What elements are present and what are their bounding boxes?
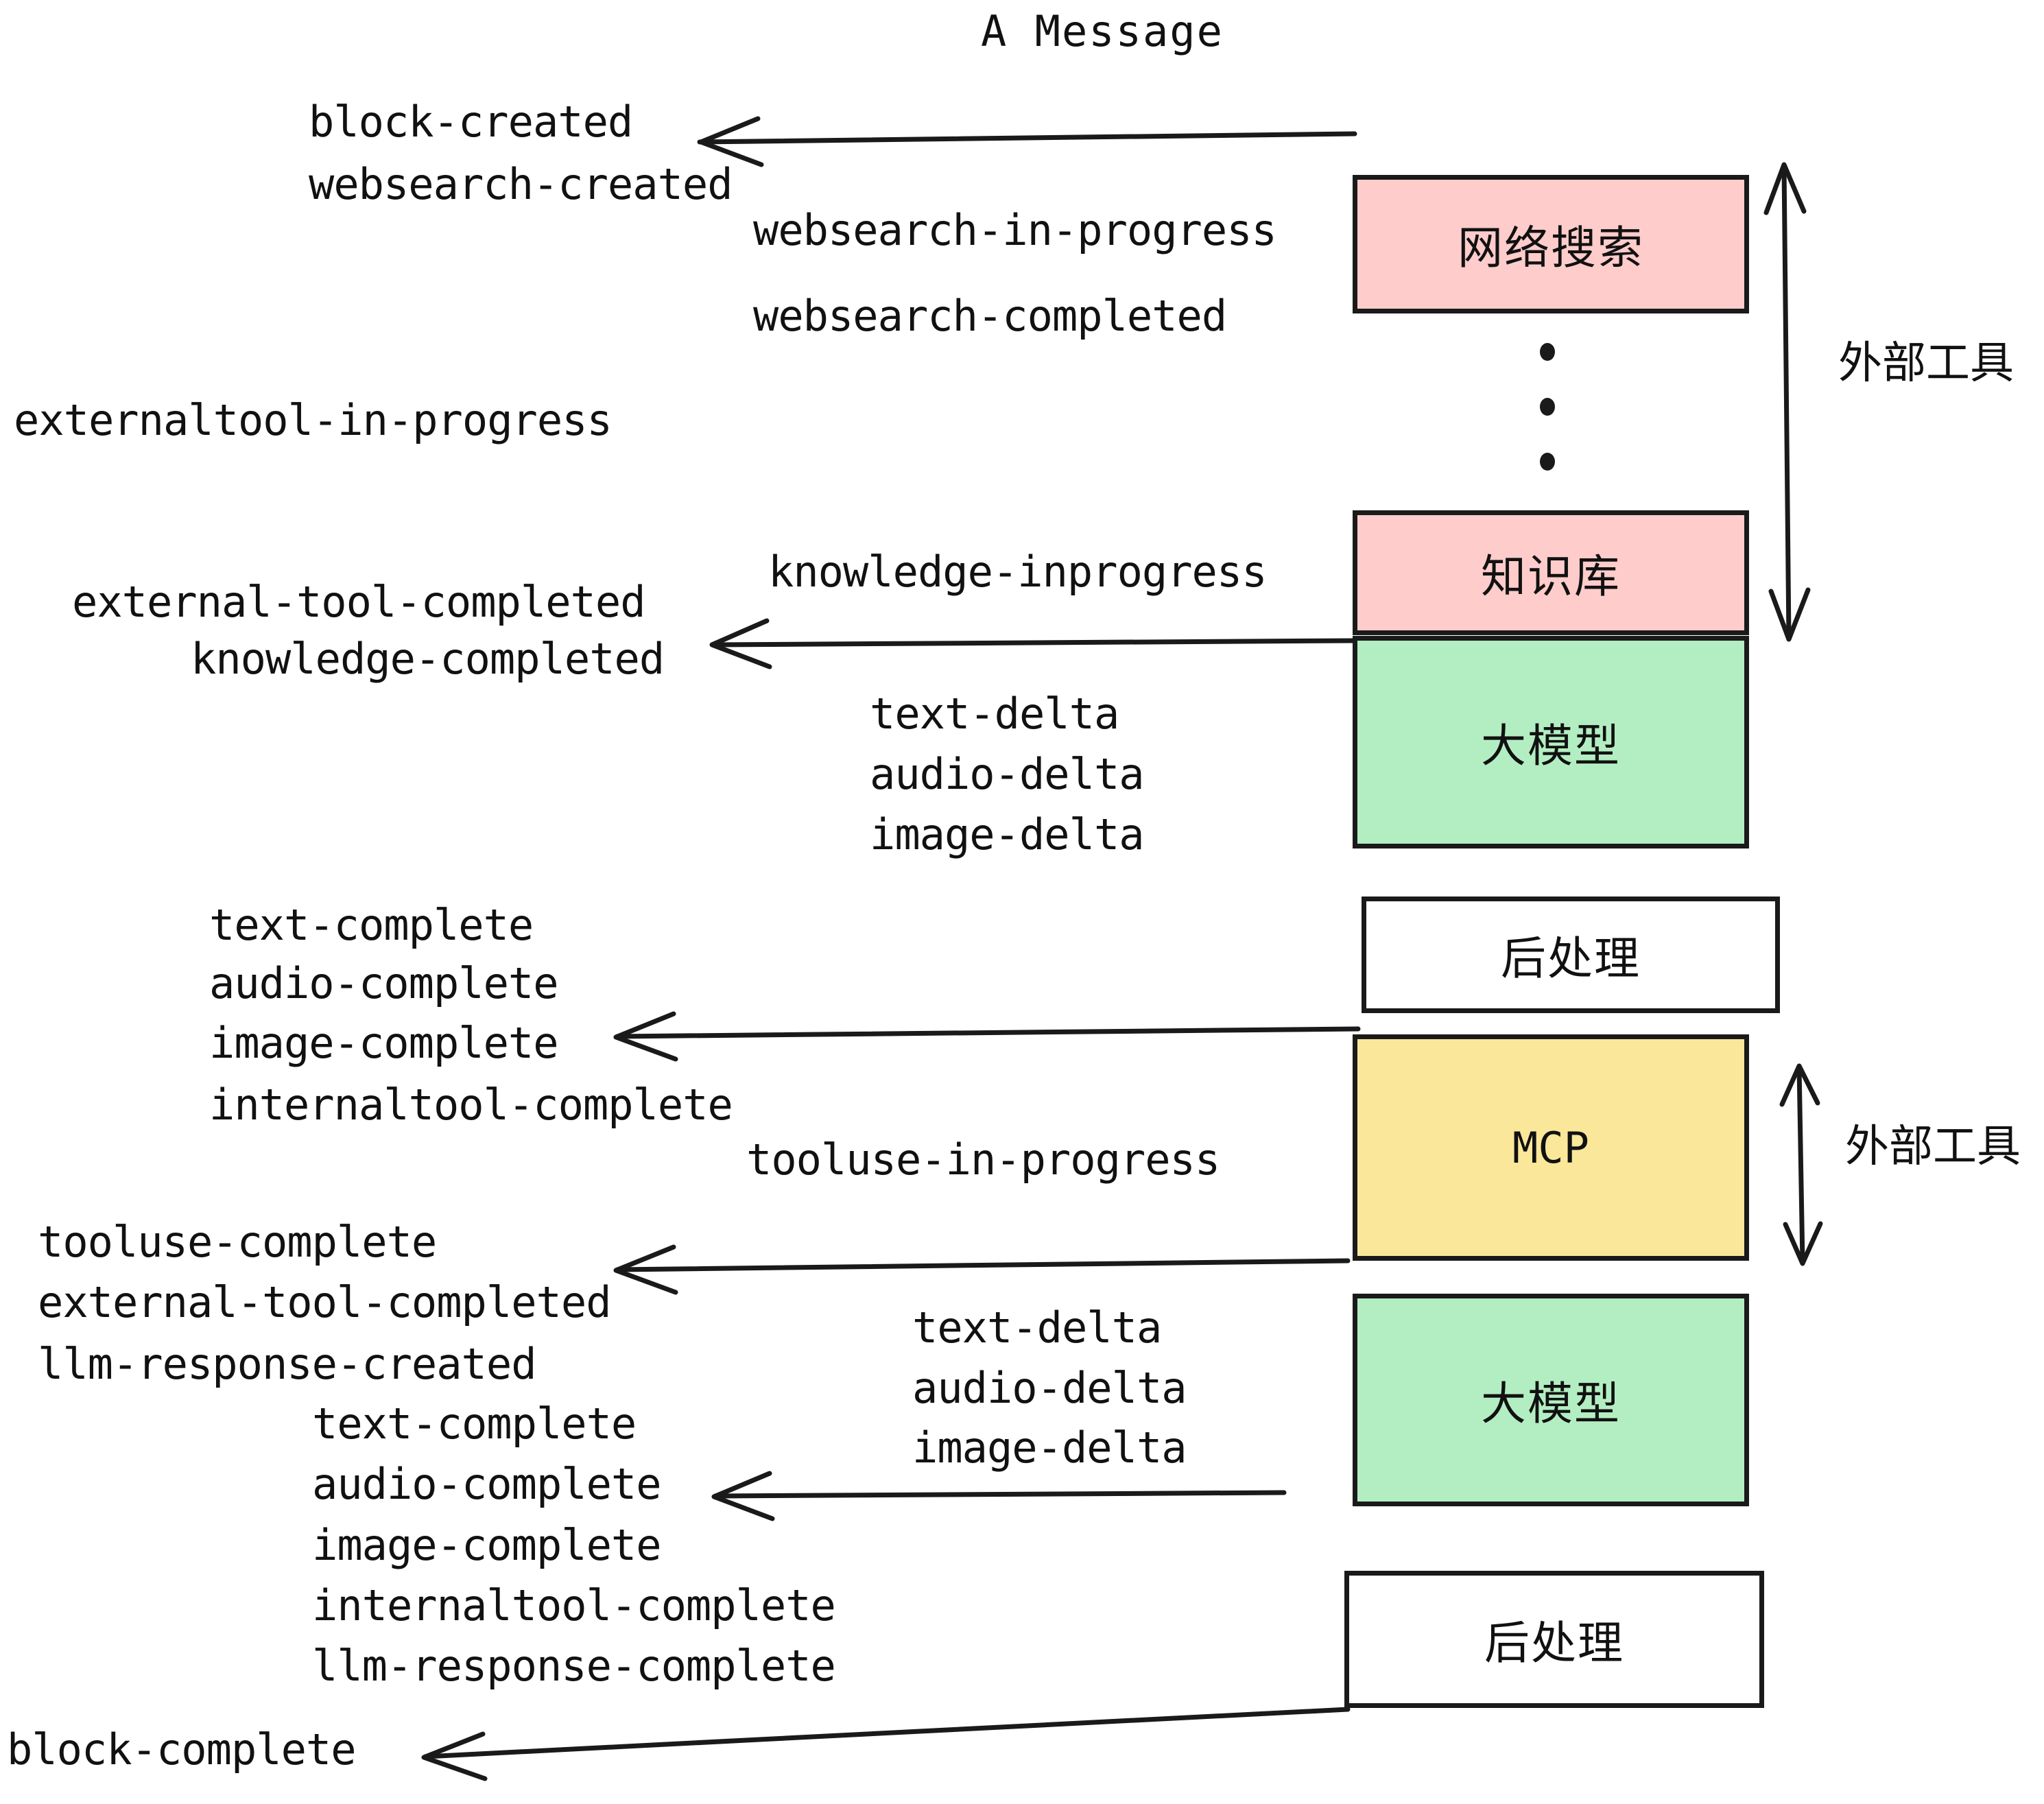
arrow-postprocess2-to-block-complete bbox=[421, 1707, 1351, 1781]
annotation-external-tool-top: 外部工具 bbox=[1838, 338, 2014, 389]
node-llm-2-label: 大模型 bbox=[1481, 1377, 1621, 1430]
event-label-knowledge-completed: knowledge-completed bbox=[191, 634, 665, 684]
event-label-websearch-completed: websearch-completed bbox=[753, 291, 1227, 341]
node-postprocess-2[interactable]: 后处理 bbox=[1344, 1571, 1764, 1708]
node-postprocess-1[interactable]: 后处理 bbox=[1362, 897, 1780, 1013]
node-llm-1-label: 大模型 bbox=[1481, 720, 1621, 772]
event-label-image-complete-1: image-complete bbox=[209, 1018, 559, 1068]
node-mcp-label: MCP bbox=[1512, 1122, 1589, 1173]
event-label-internaltool-complete-1: internaltool-complete bbox=[209, 1080, 733, 1130]
event-label-external-tool-completed-1: external-tool-completed bbox=[72, 577, 646, 627]
ellipsis-dot-1 bbox=[1540, 343, 1555, 361]
event-label-audio-complete-1: audio-complete bbox=[209, 958, 559, 1008]
page-title: A Message bbox=[981, 6, 1224, 56]
event-label-tooluse-in-progress: tooluse-in-progress bbox=[746, 1135, 1220, 1185]
event-label-llm-response-created: llm-response-created bbox=[38, 1339, 537, 1389]
event-label-websearch-in-progress: websearch-in-progress bbox=[753, 205, 1277, 255]
event-label-websearch-created: websearch-created bbox=[309, 159, 733, 209]
event-label-block-complete: block-complete bbox=[7, 1724, 357, 1775]
arrow-postprocess1-to-image-complete bbox=[613, 1011, 1361, 1062]
arrow-mcp-to-tooluse-complete bbox=[613, 1244, 1351, 1295]
event-label-tooluse-complete: tooluse-complete bbox=[38, 1217, 437, 1267]
node-websearch-label: 网络搜索 bbox=[1458, 222, 1644, 274]
ellipsis-dot-2 bbox=[1540, 398, 1555, 416]
arrow-llm2-to-audio-complete bbox=[711, 1471, 1287, 1521]
node-knowledge-label: 知识库 bbox=[1481, 550, 1621, 603]
event-label-audio-delta-2: audio-delta bbox=[912, 1363, 1187, 1413]
arrow-external-tool-top bbox=[1763, 162, 1811, 642]
event-label-audio-complete-2: audio-complete bbox=[312, 1459, 662, 1509]
node-llm-1[interactable]: 大模型 bbox=[1353, 636, 1749, 848]
node-postprocess-1-label: 后处理 bbox=[1501, 932, 1641, 985]
node-postprocess-2-label: 后处理 bbox=[1484, 1617, 1624, 1670]
node-llm-2[interactable]: 大模型 bbox=[1353, 1294, 1749, 1506]
ellipsis-dot-3 bbox=[1540, 453, 1555, 471]
event-label-external-tool-completed-2: external-tool-completed bbox=[38, 1277, 612, 1327]
arrow-websearch-to-block-created bbox=[697, 116, 1357, 167]
node-websearch[interactable]: 网络搜索 bbox=[1353, 175, 1749, 313]
event-label-text-complete-2: text-complete bbox=[312, 1399, 637, 1449]
event-label-knowledge-inprogress: knowledge-inprogress bbox=[768, 547, 1268, 597]
event-label-externaltool-in-progress: externaltool-in-progress bbox=[14, 395, 613, 445]
event-label-text-delta-2: text-delta bbox=[912, 1303, 1162, 1353]
event-label-audio-delta-1: audio-delta bbox=[870, 749, 1145, 799]
event-label-image-complete-2: image-complete bbox=[312, 1520, 662, 1570]
event-label-image-delta-1: image-delta bbox=[870, 809, 1145, 859]
arrow-external-tool-bottom bbox=[1779, 1063, 1823, 1266]
event-label-text-delta-1: text-delta bbox=[870, 689, 1119, 739]
arrow-knowledge-to-knowledge-completed bbox=[709, 618, 1355, 669]
node-mcp[interactable]: MCP bbox=[1353, 1034, 1749, 1261]
node-knowledge[interactable]: 知识库 bbox=[1353, 510, 1749, 635]
event-label-block-created: block-created bbox=[309, 97, 633, 147]
annotation-external-tool-bottom: 外部工具 bbox=[1845, 1121, 2021, 1172]
event-label-image-delta-2: image-delta bbox=[912, 1423, 1187, 1473]
event-label-text-complete-1: text-complete bbox=[209, 900, 534, 950]
event-label-llm-response-complete: llm-response-complete bbox=[312, 1641, 836, 1691]
event-label-internaltool-complete-2: internaltool-complete bbox=[312, 1580, 836, 1630]
